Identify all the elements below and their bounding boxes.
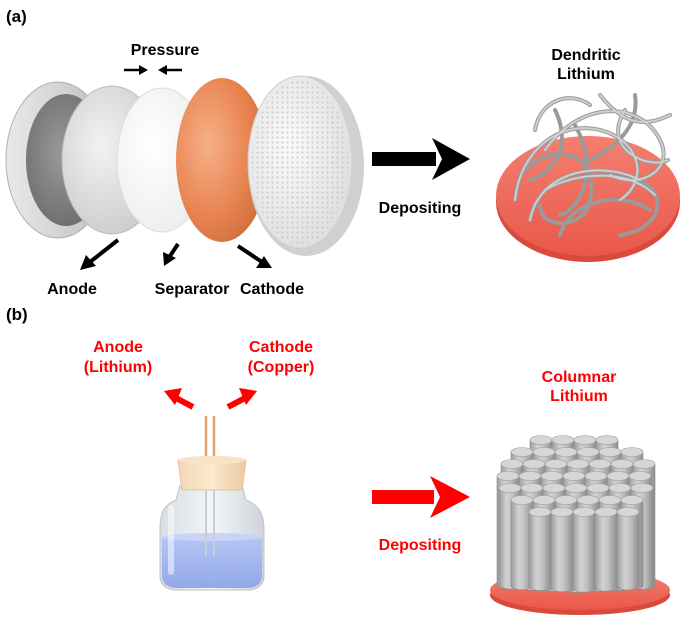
lithium-column <box>528 507 552 591</box>
columnar-lithium-illustration <box>490 435 670 615</box>
separator-pointer-arrow <box>163 242 180 266</box>
depositing-label-b: Depositing <box>379 537 462 554</box>
cathode-copper-label-line1: Cathode <box>249 339 313 356</box>
cathode-red-arrow <box>226 388 257 410</box>
lithium-columns <box>496 435 656 593</box>
depositing-label-a: Depositing <box>379 200 462 217</box>
dendritic-lithium-illustration <box>496 93 680 262</box>
pressure-label: Pressure <box>131 42 200 59</box>
columnar-label-line1: Columnar <box>542 369 617 386</box>
lithium-column <box>572 507 596 593</box>
lithium-column <box>594 507 618 592</box>
lithium-column <box>550 507 574 592</box>
anode-lithium-label-line1: Anode <box>93 339 143 356</box>
panel-b-tag: (b) <box>6 305 28 324</box>
cathode-pointer-arrow <box>236 244 272 268</box>
anode-red-arrow <box>164 388 195 410</box>
lithium-column <box>616 507 640 591</box>
anode-pointer-arrow <box>80 238 120 270</box>
panel-a-tag: (a) <box>6 7 27 26</box>
pressure-arrow-right <box>124 65 148 75</box>
electrochemical-bottle <box>159 416 265 591</box>
pressure-arrow-left <box>158 65 182 75</box>
cathode-copper-disc <box>176 78 268 242</box>
anode-label: Anode <box>47 281 97 298</box>
anode-lithium-label-line2: (Lithium) <box>84 359 152 376</box>
dendritic-label-line1: Dendritic <box>551 47 620 64</box>
dendritic-label-line2: Lithium <box>557 66 615 83</box>
depositing-arrow-b <box>372 476 470 518</box>
mesh-cap <box>247 75 364 256</box>
separator-label: Separator <box>155 281 230 298</box>
cathode-label: Cathode <box>240 281 304 298</box>
columnar-label-line2: Lithium <box>550 388 608 405</box>
cathode-copper-label-line2: (Copper) <box>248 359 315 376</box>
depositing-arrow-a <box>372 138 470 180</box>
